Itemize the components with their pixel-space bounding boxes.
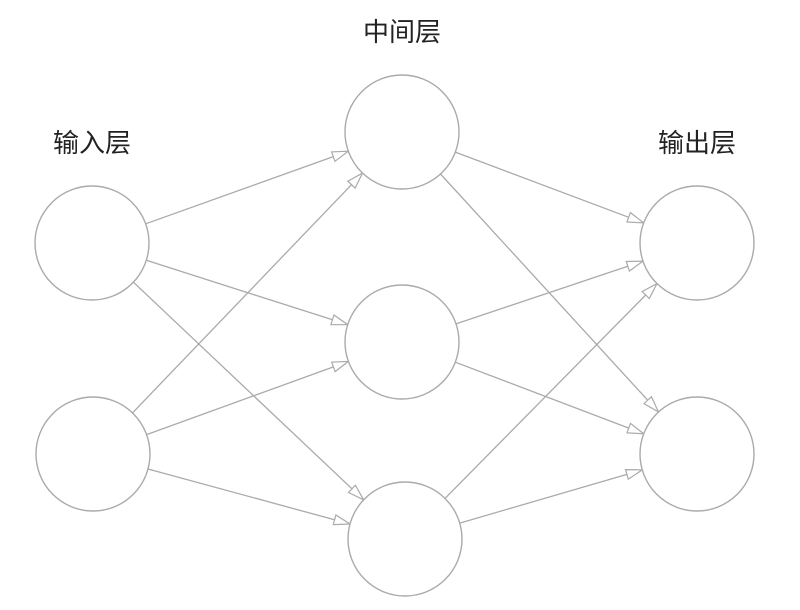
hidden-layer-label: 中间层	[363, 18, 441, 48]
hidden-node-3	[347, 481, 463, 597]
edge-hidden2-to-output1-arrowhead	[625, 260, 645, 272]
hidden-node-2	[344, 284, 460, 400]
edge-input1-to-hidden3-arrowhead	[347, 484, 366, 502]
edge-input1-to-hidden2-line	[146, 259, 333, 321]
edge-hidden2-to-output2-arrowhead	[626, 422, 646, 435]
edge-hidden1-to-output2-arrowhead	[642, 395, 660, 414]
output-node-1	[639, 185, 755, 301]
edge-input1-to-hidden2-arrowhead	[330, 314, 350, 326]
edge-input2-to-hidden3-arrowhead	[332, 514, 352, 526]
edge-hidden3-to-output1-arrowhead	[641, 282, 659, 300]
edge-hidden3-to-output2-line	[459, 473, 628, 524]
output-node-2	[639, 396, 755, 512]
connections	[132, 150, 660, 526]
edge-input2-to-hidden2-line	[146, 366, 334, 436]
edge-input1-to-hidden3-line	[132, 281, 353, 490]
edge-hidden3-to-output1-line	[444, 294, 647, 499]
edge-input2-to-hidden1-line	[132, 184, 352, 414]
edge-hidden1-to-output2-line	[440, 173, 649, 401]
edge-input1-to-hidden1-line	[145, 155, 334, 225]
hidden-node-1	[344, 74, 460, 190]
edge-hidden1-to-output1-line	[455, 151, 629, 218]
edge-hidden2-to-output1-line	[455, 265, 629, 325]
edge-hidden1-to-output1-arrowhead	[626, 211, 646, 224]
edge-input2-to-hidden3-line	[147, 468, 335, 521]
input-layer-label: 输入层	[53, 129, 131, 159]
neurons	[34, 74, 755, 597]
output-layer-label: 输出层	[658, 129, 736, 159]
edge-hidden2-to-output2-line	[455, 361, 630, 429]
edge-input2-to-hidden2-arrowhead	[330, 360, 351, 373]
input-node-2	[35, 396, 151, 512]
input-node-1	[34, 185, 150, 301]
edge-input2-to-hidden1-arrowhead	[346, 171, 364, 190]
edge-hidden3-to-output2-arrowhead	[624, 468, 645, 481]
edge-input1-to-hidden1-arrowhead	[330, 150, 351, 163]
